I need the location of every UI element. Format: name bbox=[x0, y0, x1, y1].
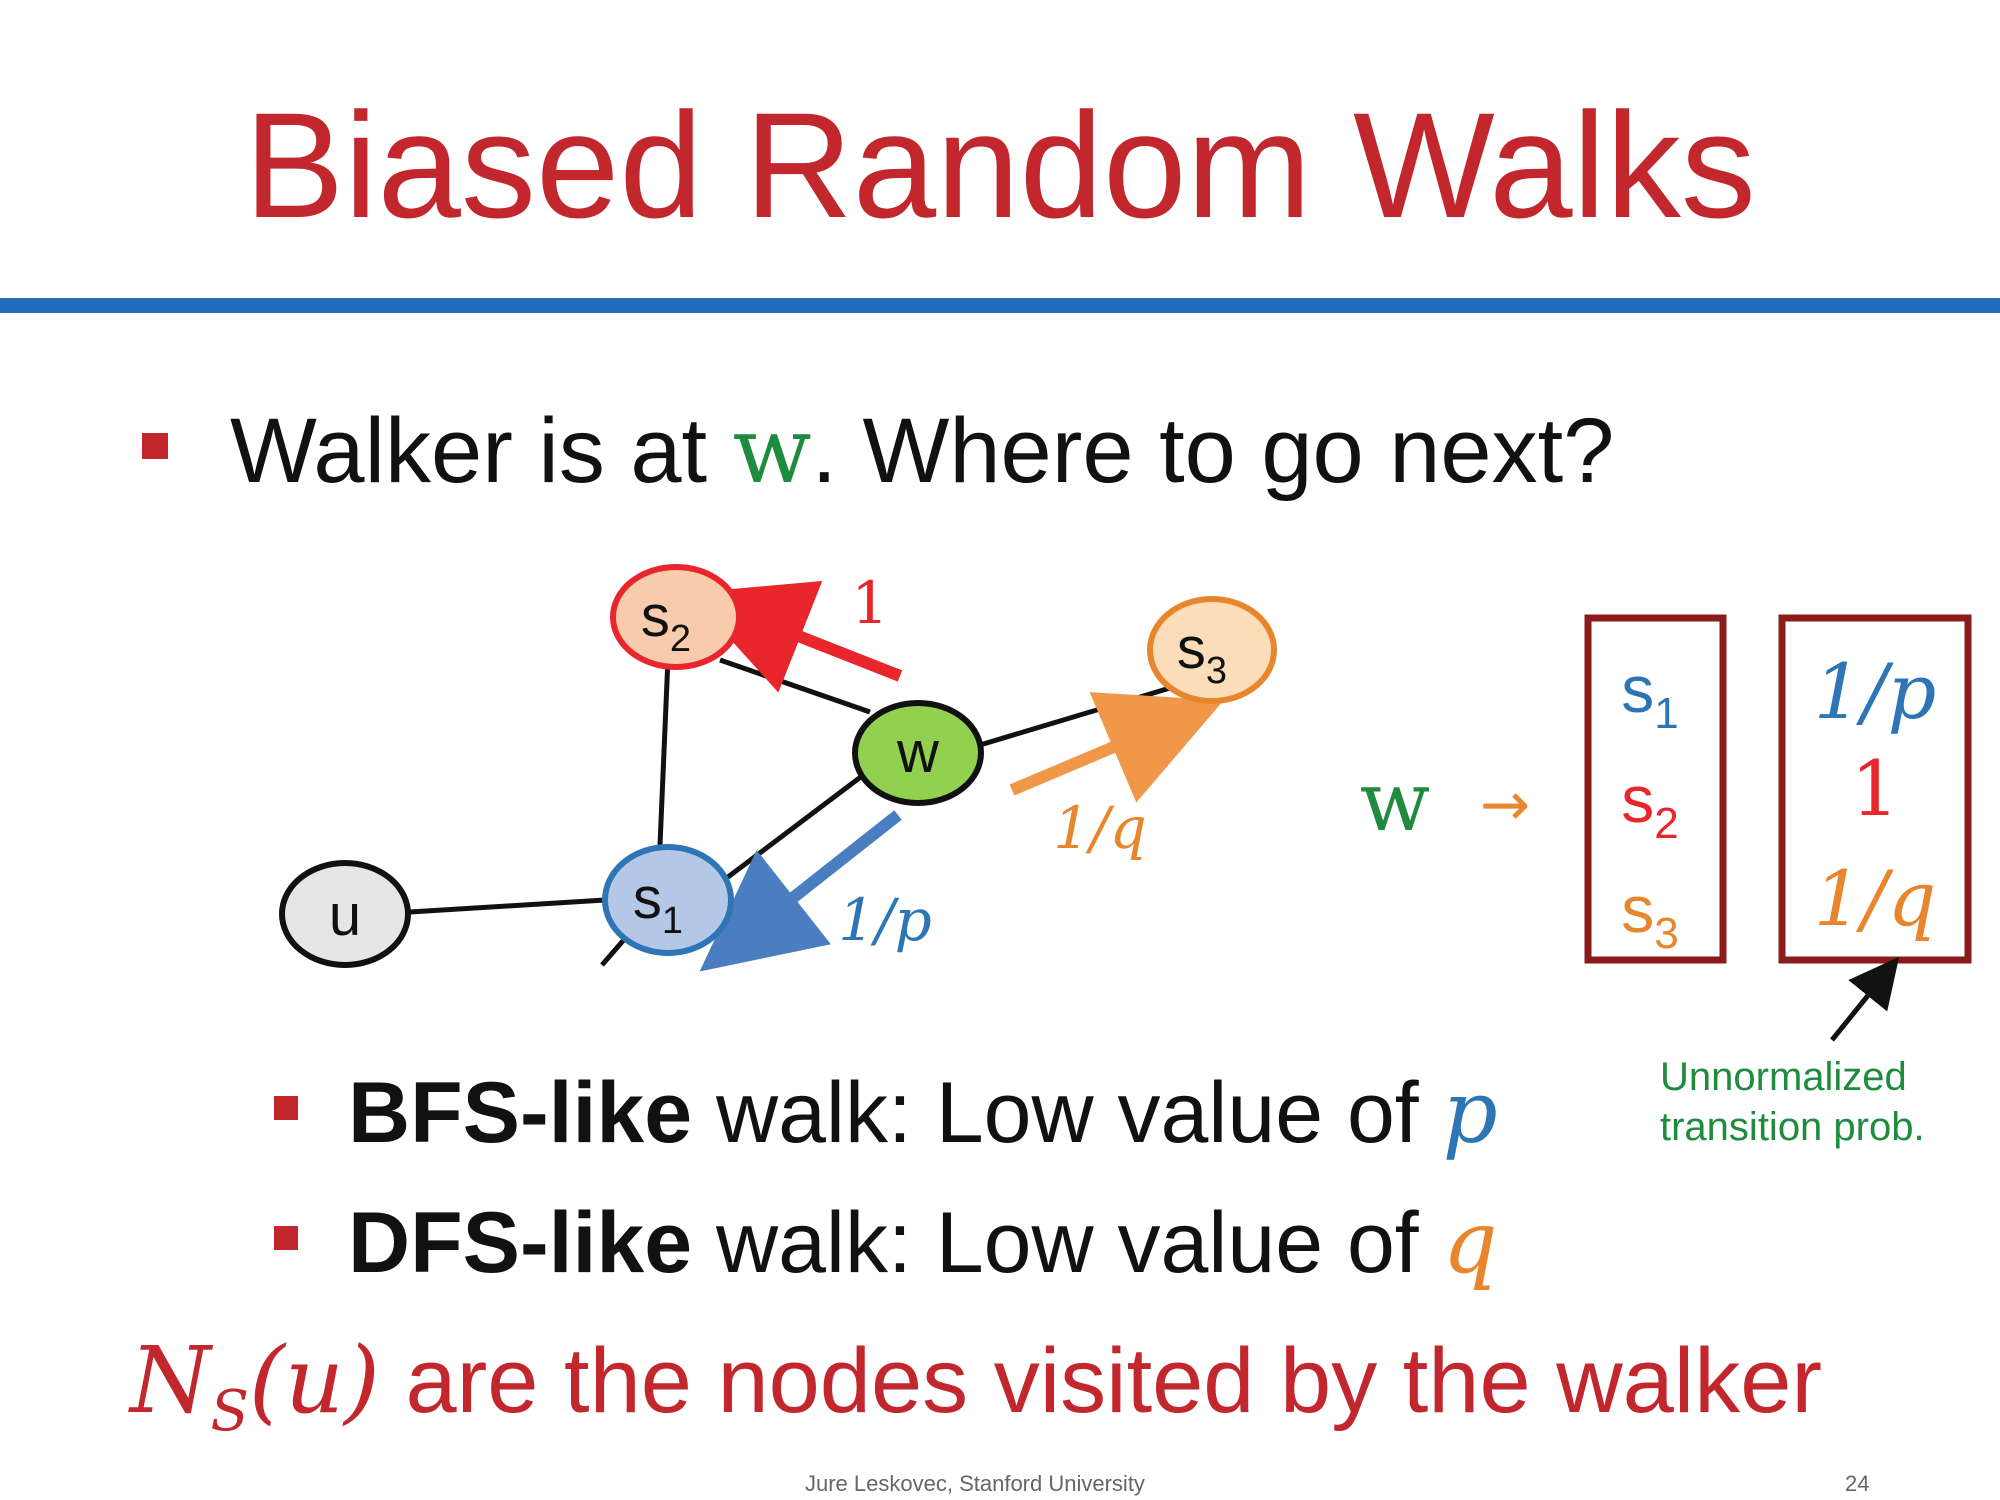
ns-text: are the nodes visited by the walker bbox=[379, 1330, 1823, 1432]
target-s2-sub: 2 bbox=[1654, 799, 1678, 848]
edge-u-s1 bbox=[409, 897, 606, 915]
ns-subscript: S bbox=[210, 1379, 249, 1444]
main-bullet: Walker is at w. Where to go next? bbox=[230, 405, 1614, 498]
weight-s3: 1/q bbox=[1814, 854, 1937, 943]
svg-text:s3: s3 bbox=[1177, 616, 1227, 692]
target-s3-sub: 3 bbox=[1654, 909, 1678, 958]
edge-s2-s1 bbox=[657, 657, 671, 846]
sub-bullet-dfs: DFS-like walk: Low value of q bbox=[348, 1200, 1498, 1286]
target-s3-label: s bbox=[1621, 872, 1654, 946]
note-line-1: Unnormalized bbox=[1660, 1055, 1907, 1099]
targets-box bbox=[1584, 614, 1727, 964]
footer-author: Jure Leskovec, Stanford University bbox=[805, 1471, 1145, 1496]
bullet-marker bbox=[142, 433, 168, 459]
mapping-arrow-icon: → bbox=[1480, 770, 1530, 840]
weight-label-s3: 1/q bbox=[1053, 794, 1147, 862]
svg-text:s2: s2 bbox=[641, 584, 691, 660]
weight-label-s2: 1 bbox=[852, 569, 889, 637]
node-s3: s3 bbox=[1147, 596, 1277, 704]
main-bullet-var: w bbox=[732, 397, 812, 504]
title-divider bbox=[0, 298, 2000, 313]
sub-bullet-bfs: BFS-like walk: Low value of p bbox=[348, 1070, 1498, 1156]
weight-s1: 1/p bbox=[1814, 647, 1937, 736]
node-u-label: u bbox=[329, 883, 361, 948]
main-bullet-suffix: . Where to go next? bbox=[811, 400, 1615, 502]
svg-text:s2: s2 bbox=[1621, 762, 1678, 848]
node-s1-label: s bbox=[633, 866, 662, 931]
target-s1-sub: 1 bbox=[1654, 689, 1678, 738]
sub-bullet-bfs-var: p bbox=[1442, 1063, 1498, 1163]
note-pointer-arrow bbox=[1830, 956, 1900, 1042]
target-s1-label: s bbox=[1621, 652, 1654, 726]
transition-note: Unnormalized transition prob. bbox=[1660, 1052, 1925, 1152]
note-line-2: transition prob. bbox=[1660, 1105, 1925, 1149]
node-s1: s1 bbox=[602, 844, 734, 956]
sub-bullet-dfs-text: walk: Low value of bbox=[692, 1195, 1443, 1291]
neighborhood-statement: NS(u) are the nodes visited by the walke… bbox=[130, 1335, 1822, 1440]
weight-s2: 1 bbox=[1851, 744, 1899, 833]
sub-bullet-dfs-bold: DFS-like bbox=[348, 1195, 693, 1291]
node-w-label: w bbox=[896, 720, 940, 785]
sub-bullet-bfs-text: walk: Low value of bbox=[692, 1065, 1443, 1161]
node-s2: s2 bbox=[610, 564, 742, 670]
page-number: 24 bbox=[1845, 1471, 1870, 1496]
node-s2-sub: 2 bbox=[670, 618, 691, 660]
ns-symbol: N bbox=[130, 1327, 211, 1434]
node-s3-sub: 3 bbox=[1206, 650, 1227, 692]
slide-title: Biased Random Walks bbox=[244, 81, 1756, 249]
node-s1-sub: 1 bbox=[662, 900, 683, 942]
ns-argument: (u) bbox=[248, 1327, 380, 1434]
target-s2-label: s bbox=[1621, 762, 1654, 836]
sub-bullet-marker-2 bbox=[274, 1226, 298, 1250]
svg-text:s1: s1 bbox=[1621, 652, 1678, 738]
edge-s2-w bbox=[719, 657, 871, 715]
sub-bullet-dfs-var: q bbox=[1442, 1193, 1498, 1293]
arrow-to-s1 bbox=[699, 810, 902, 972]
svg-text:s3: s3 bbox=[1621, 872, 1678, 958]
mapping-source: w bbox=[1360, 755, 1430, 850]
svg-text:s1: s1 bbox=[633, 866, 683, 942]
node-u: u bbox=[279, 860, 411, 968]
arrow-to-s3 bbox=[1009, 692, 1224, 803]
node-s2-label: s bbox=[641, 584, 670, 649]
node-w: w bbox=[852, 700, 984, 806]
weight-label-s1: 1/p bbox=[838, 886, 932, 954]
sub-bullet-marker-1 bbox=[274, 1096, 298, 1120]
arrow-to-s2 bbox=[688, 580, 903, 693]
main-bullet-prefix: Walker is at bbox=[230, 400, 733, 502]
edge-w-s3 bbox=[979, 685, 1171, 748]
node-s3-label: s bbox=[1177, 616, 1206, 681]
sub-bullet-bfs-bold: BFS-like bbox=[348, 1065, 693, 1161]
